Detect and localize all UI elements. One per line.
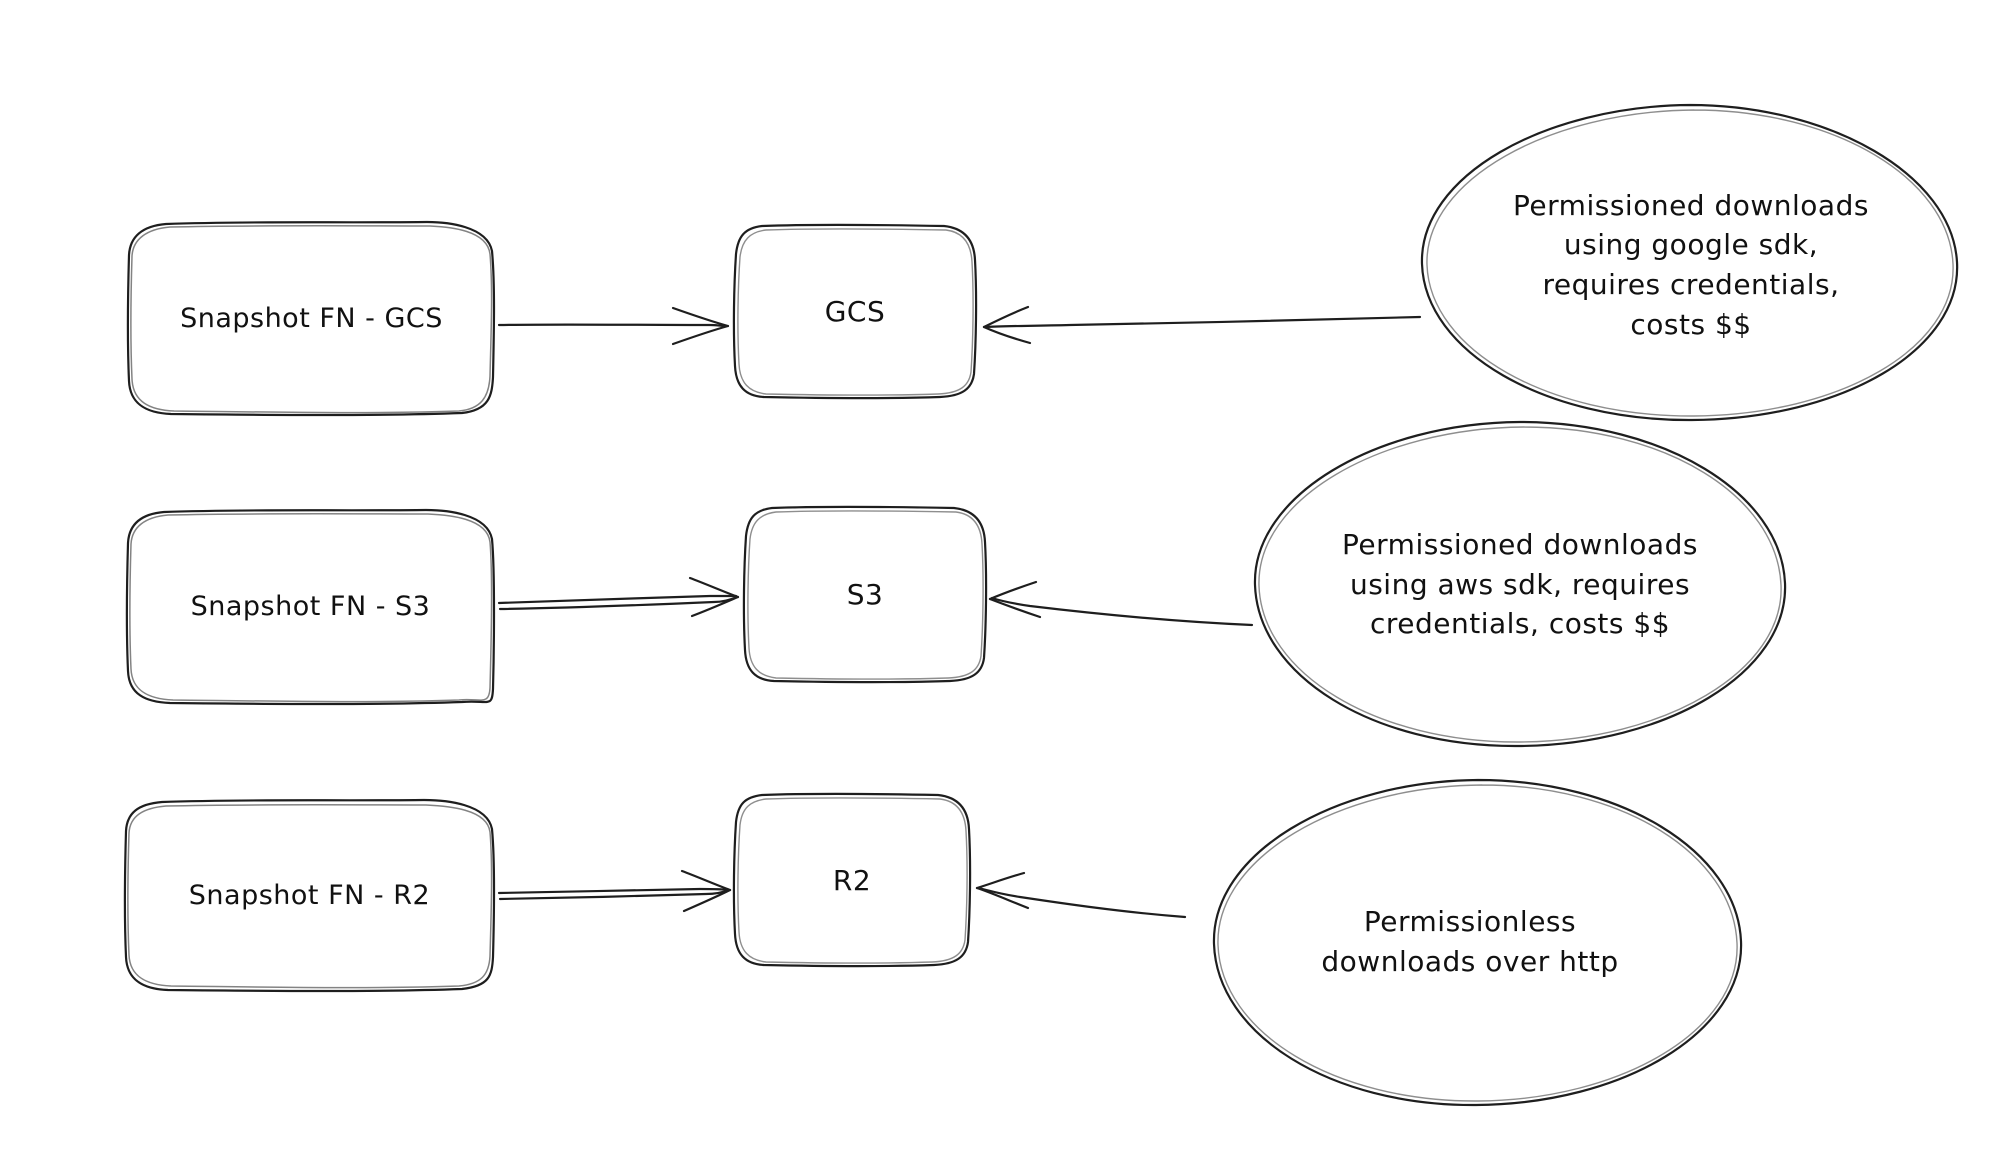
arrow-note-http-to-r2 bbox=[975, 871, 1187, 919]
node-snapshot-fn-r2-shape[interactable] bbox=[123, 798, 496, 993]
node-r2-shape[interactable] bbox=[732, 792, 972, 968]
note-http-shape[interactable] bbox=[1212, 778, 1743, 1107]
arrow-snapshot-fn-gcs-to-gcs bbox=[497, 306, 730, 346]
node-snapshot-fn-gcs-shape[interactable] bbox=[126, 220, 496, 417]
arrow-note-google-to-gcs bbox=[982, 305, 1422, 345]
node-gcs-shape[interactable] bbox=[732, 223, 978, 400]
note-aws-sdk-shape[interactable] bbox=[1253, 420, 1787, 748]
note-google-sdk-shape[interactable] bbox=[1420, 103, 1959, 422]
arrow-note-aws-to-s3 bbox=[988, 580, 1254, 627]
arrow-snapshot-fn-s3-to-s3 bbox=[497, 576, 740, 618]
arrow-snapshot-fn-r2-to-r2 bbox=[497, 869, 732, 913]
node-s3-shape[interactable] bbox=[742, 505, 988, 684]
node-snapshot-fn-s3-shape[interactable] bbox=[125, 508, 496, 706]
